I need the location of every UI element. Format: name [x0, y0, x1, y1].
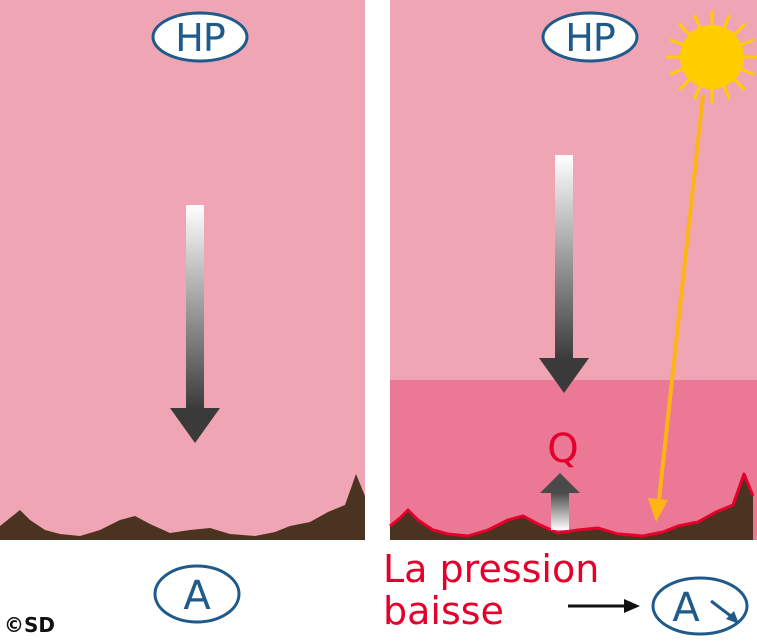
left-down-arrow-icon: [170, 205, 220, 443]
right-high-pressure-ellipse: [541, 11, 639, 63]
heat-up-arrow-icon: [540, 473, 580, 530]
right-anticyclone-label: A: [672, 585, 700, 631]
pressure-text-line2: baisse: [383, 589, 504, 633]
left-panel: HP: [0, 0, 365, 540]
heat-label: Q: [547, 426, 578, 472]
right-panel: HP Q: [389, 0, 757, 540]
right-down-arrow-icon: [539, 155, 589, 393]
pointer-arrow-icon: [568, 599, 640, 613]
left-ground: [0, 474, 365, 540]
left-high-pressure-ellipse: [151, 11, 249, 63]
pressure-text-line1: La pression: [383, 547, 599, 591]
right-anticyclone-badge: A: [651, 576, 749, 636]
left-high-pressure-label: HP: [175, 16, 225, 60]
right-anticyclone-ellipse: [651, 576, 749, 636]
decrease-arrow-icon: [710, 599, 739, 624]
right-high-pressure-label: HP: [565, 16, 615, 60]
left-anticyclone-ellipse: [153, 564, 241, 624]
left-high-pressure-badge: HP: [151, 11, 249, 63]
right-warm-layer: [390, 380, 757, 540]
sunray-icon: [648, 94, 705, 522]
right-ground: [390, 474, 753, 540]
right-ground-heat-outline: [389, 472, 755, 538]
left-anticyclone-badge: A: [153, 564, 241, 624]
right-high-pressure-badge: HP: [541, 11, 639, 63]
left-sky: [0, 0, 365, 540]
copyright-text: ©SD: [4, 613, 55, 637]
left-anticyclone-label: A: [183, 573, 211, 619]
sun-icon: [665, 10, 757, 104]
